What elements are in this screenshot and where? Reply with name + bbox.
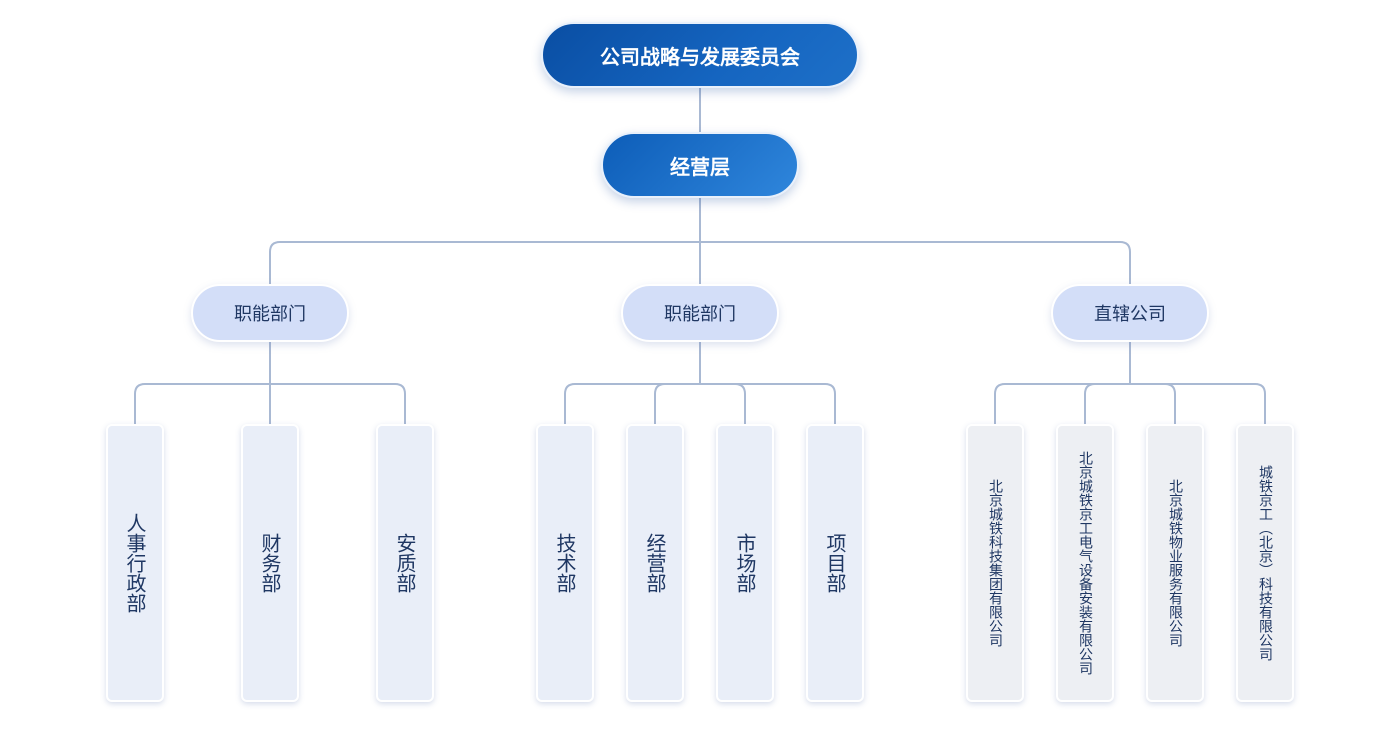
leaf-subsidiary-3: 北京城铁物业服务有限公司 bbox=[1146, 424, 1204, 702]
leaf-label: 经营部 bbox=[643, 533, 667, 593]
leaf-label: 市场部 bbox=[733, 533, 757, 593]
branch-subsidiaries: 直辖公司 bbox=[1051, 284, 1209, 342]
leaf-label: 城铁京工（北京）科技有限公司 bbox=[1257, 465, 1273, 661]
leaf-label: 北京城铁物业服务有限公司 bbox=[1167, 479, 1183, 647]
connector-branch2 bbox=[564, 342, 836, 424]
leaf-finance: 财务部 bbox=[241, 424, 299, 702]
leaf-projects: 项目部 bbox=[806, 424, 864, 702]
connector-branch1 bbox=[134, 342, 406, 424]
branch-title: 直辖公司 bbox=[1094, 304, 1166, 325]
leaf-label: 财务部 bbox=[258, 533, 282, 593]
leaf-label: 安质部 bbox=[393, 533, 417, 593]
leaf-label: 项目部 bbox=[823, 533, 847, 593]
branch-title: 职能部门 bbox=[664, 304, 736, 325]
branch-title: 职能部门 bbox=[234, 304, 306, 325]
leaf-safety-quality: 安质部 bbox=[376, 424, 434, 702]
leaf-label: 北京城铁京工电气设备安装有限公司 bbox=[1077, 451, 1093, 675]
leaf-hr-admin: 人事行政部 bbox=[106, 424, 164, 702]
branch-functional-1: 职能部门 bbox=[191, 284, 349, 342]
management-title: 经营层 bbox=[670, 154, 730, 179]
leaf-subsidiary-1: 北京城铁科技集团有限公司 bbox=[966, 424, 1024, 702]
leaf-marketing: 市场部 bbox=[716, 424, 774, 702]
leaf-subsidiary-4: 城铁京工（北京）科技有限公司 bbox=[1236, 424, 1294, 702]
committee-title: 公司战略与发展委员会 bbox=[600, 44, 800, 69]
leaf-technology: 技术部 bbox=[536, 424, 594, 702]
leaf-operations: 经营部 bbox=[626, 424, 684, 702]
branch-functional-2: 职能部门 bbox=[621, 284, 779, 342]
connector-mid-to-branches bbox=[269, 198, 1131, 284]
leaf-label: 北京城铁科技集团有限公司 bbox=[987, 479, 1003, 647]
leaf-subsidiary-2: 北京城铁京工电气设备安装有限公司 bbox=[1056, 424, 1114, 702]
committee-node: 公司战略与发展委员会 bbox=[541, 22, 859, 88]
leaf-label: 人事行政部 bbox=[123, 513, 147, 613]
connector-branch3 bbox=[994, 342, 1266, 424]
management-node: 经营层 bbox=[601, 132, 799, 198]
leaf-label: 技术部 bbox=[553, 533, 577, 593]
